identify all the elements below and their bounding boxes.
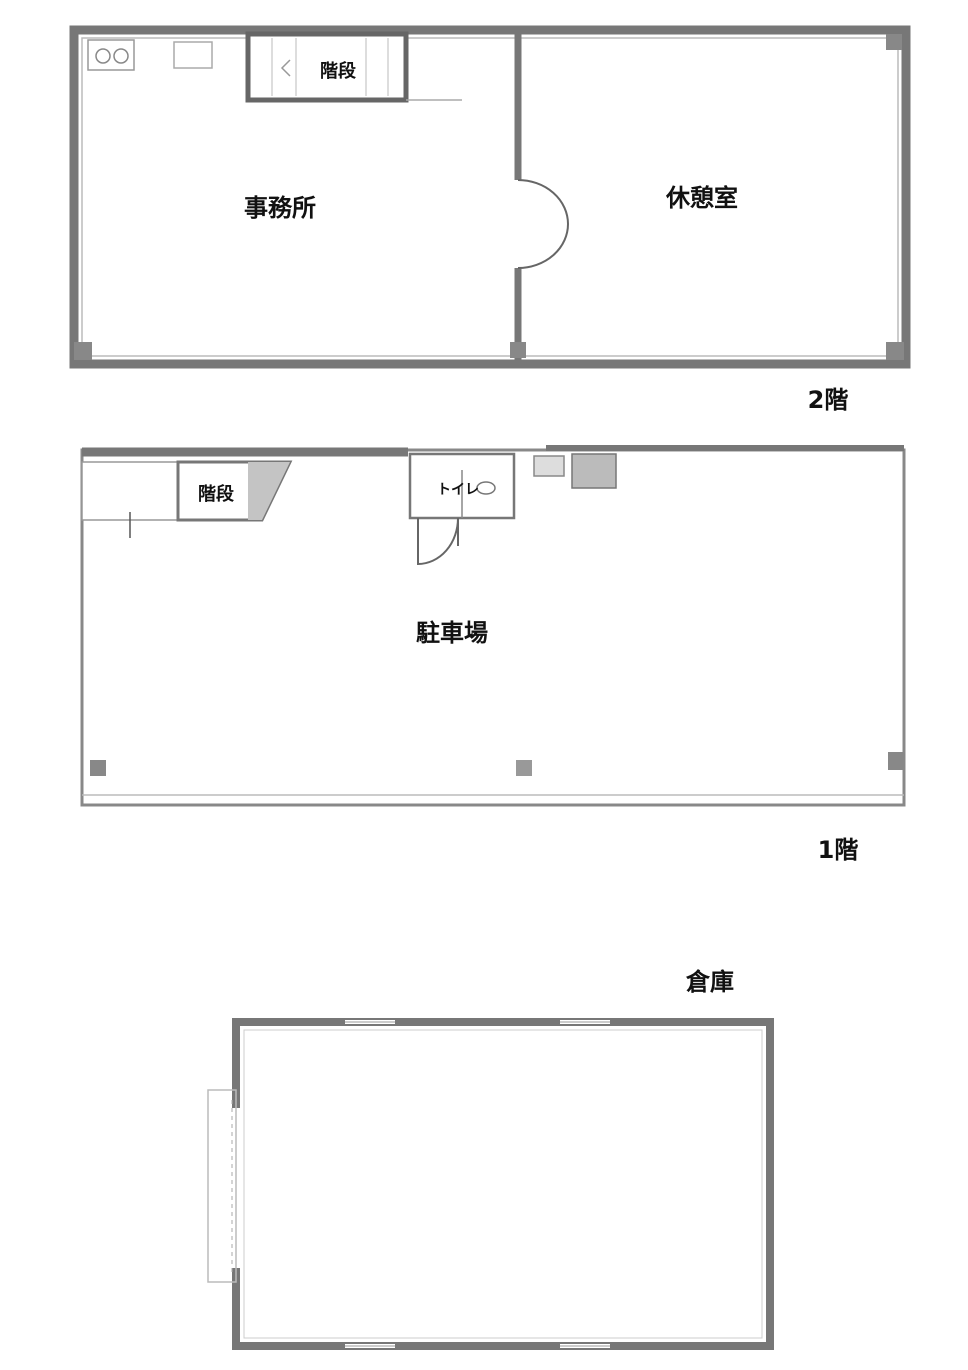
fixture-unit <box>571 453 617 489</box>
floor2-double-door-top <box>517 179 569 225</box>
warehouse-plan <box>207 1018 774 1350</box>
stair-direction-arrow-icon <box>280 59 291 77</box>
stove-burner-icon <box>113 48 129 64</box>
room-label-stairs-1f: 階段 <box>198 483 235 505</box>
column-post <box>510 342 526 358</box>
warehouse-inner-line <box>243 1029 763 1339</box>
room-label-lounge: 休憩室 <box>665 184 738 212</box>
room-label-office: 事務所 <box>244 194 316 222</box>
column-post <box>74 342 92 360</box>
column-post <box>90 760 106 776</box>
floor-label-1f: 1階 <box>818 836 859 864</box>
fixture-box <box>533 455 565 477</box>
toilet-bowl-icon <box>476 481 496 495</box>
floor2-stair-treads <box>271 38 389 96</box>
stove-burner-icon <box>95 48 111 64</box>
floor1-plan: 階段 トイレ 駐車場 <box>80 445 906 807</box>
column-post <box>886 34 902 50</box>
warehouse-label: 倉庫 <box>685 968 734 996</box>
room-label-toilet: トイレ <box>437 482 479 498</box>
warehouse-window-lines <box>345 1021 610 1347</box>
room-label-stairs-2f: 階段 <box>320 60 357 82</box>
floor1-stairs-shade <box>248 462 290 520</box>
column-post <box>516 760 532 776</box>
floor1-outer-wall <box>80 448 906 807</box>
floor2-stairs <box>245 31 409 103</box>
floor-label-2f: 2階 <box>808 386 849 414</box>
kitchen-counter <box>87 39 135 71</box>
column-post <box>888 752 904 770</box>
warehouse-wall <box>232 1018 774 1350</box>
floor1-toilet-door <box>417 517 459 566</box>
floor1-entry-area <box>81 461 179 521</box>
kitchen-sink <box>173 41 213 69</box>
floor2-outer-wall <box>69 25 911 369</box>
warehouse-window-gaps <box>345 1020 610 1348</box>
floor2-plan: 事務所 休憩室 階段 <box>69 25 911 369</box>
floor2-double-door-bottom <box>517 223 569 269</box>
warehouse-shutter <box>207 1089 237 1283</box>
column-post <box>886 342 904 360</box>
floor2-inner-wall-line <box>81 37 899 357</box>
room-label-parking: 駐車場 <box>416 619 488 647</box>
